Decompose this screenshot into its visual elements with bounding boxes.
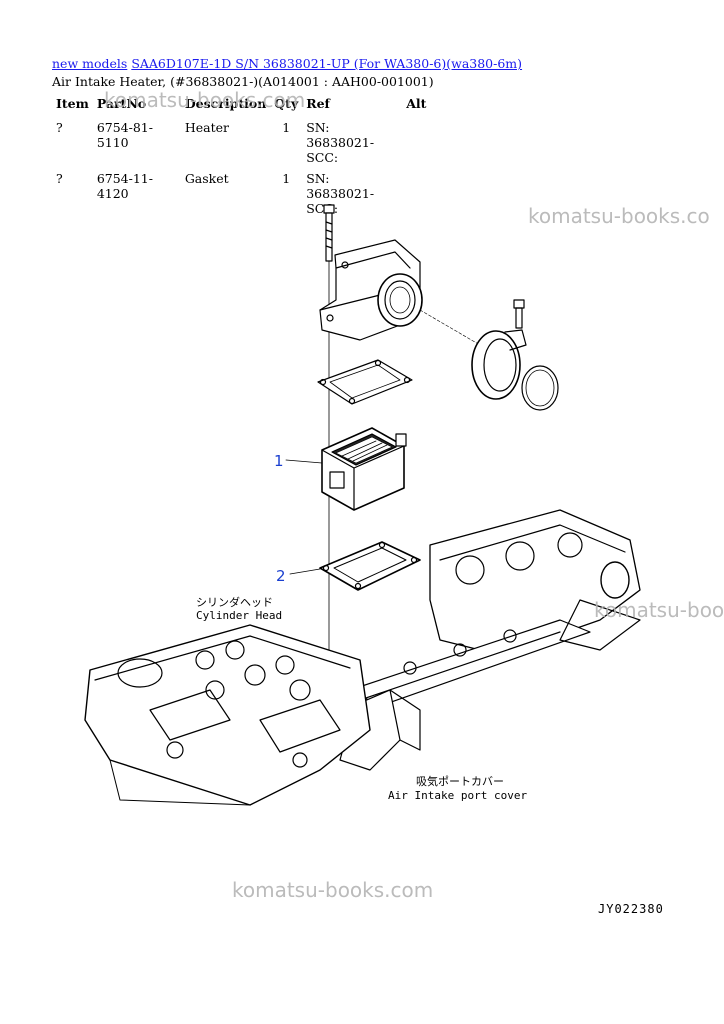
table-header-row: Item PartNo Description Qty Ref Alt bbox=[52, 92, 450, 114]
label-cylinder-head-jp: シリンダヘッド bbox=[196, 595, 273, 609]
clamp-part bbox=[471, 299, 559, 411]
intake-connector-part bbox=[319, 239, 423, 341]
cell-item: ? bbox=[56, 120, 63, 135]
cell-alt bbox=[402, 114, 450, 165]
cell-description: Heater bbox=[184, 120, 229, 135]
cylinder-head-part bbox=[84, 624, 371, 806]
table-row: ? 6754-81-5110 Heater 1 SN: 36838021-SCC… bbox=[52, 114, 450, 165]
col-header-qty: Qty bbox=[274, 95, 299, 111]
guide-line bbox=[419, 309, 481, 346]
col-header-alt: Alt bbox=[406, 95, 427, 111]
parts-diagram: 1 2 シリンダヘッド Cylinder Head 吸気ポートカバー bbox=[84, 204, 641, 806]
figure-code: JY022380 bbox=[598, 902, 664, 916]
breadcrumb-link-new-models[interactable]: new models bbox=[52, 56, 128, 71]
parts-table: Item PartNo Description Qty Ref Alt ? 67… bbox=[52, 92, 450, 217]
cell-qty: 1 bbox=[282, 120, 291, 135]
bolt-part bbox=[323, 204, 335, 262]
watermark: komatsu-books.com bbox=[104, 88, 306, 112]
cell-qty: 1 bbox=[282, 171, 291, 186]
heater-part bbox=[321, 427, 407, 511]
label-intake-cover: Air Intake port cover bbox=[388, 789, 527, 802]
watermark: komatsu-boo bbox=[594, 598, 724, 622]
callout-leader-2 bbox=[289, 568, 321, 575]
breadcrumb-link-model[interactable]: SAA6D107E-1D S/N 36838021-UP (For WA380-… bbox=[131, 56, 523, 71]
col-header-item: Item bbox=[56, 95, 89, 111]
col-header-description: Description bbox=[184, 95, 267, 111]
upper-gasket-part bbox=[317, 359, 413, 405]
cell-ref-text: SN: 36838021-SCC: bbox=[306, 120, 375, 165]
label-cylinder-head: Cylinder Head bbox=[196, 609, 282, 622]
callout-leader-1 bbox=[285, 459, 323, 464]
cell-partno: 6754-11-4120 bbox=[96, 171, 153, 201]
cell-ref: SN: 36838021-SCC: bbox=[302, 114, 402, 165]
cell-partno: 6754-81-5110 bbox=[96, 120, 153, 150]
watermark: komatsu-books.com bbox=[232, 878, 434, 902]
callout-1: 1 bbox=[274, 452, 284, 470]
lower-gasket-part bbox=[319, 541, 421, 591]
page-subtitle: Air Intake Heater, (#36838021-)(A014001 … bbox=[52, 74, 434, 89]
cell-item: ? bbox=[56, 171, 63, 186]
watermark: komatsu-books.co bbox=[528, 204, 710, 228]
label-intake-cover-jp: 吸気ポートカバー bbox=[416, 774, 504, 788]
col-header-partno: PartNo bbox=[96, 95, 147, 111]
cell-description: Gasket bbox=[184, 171, 229, 186]
callout-2: 2 bbox=[276, 567, 286, 585]
col-header-ref: Ref bbox=[306, 95, 330, 111]
